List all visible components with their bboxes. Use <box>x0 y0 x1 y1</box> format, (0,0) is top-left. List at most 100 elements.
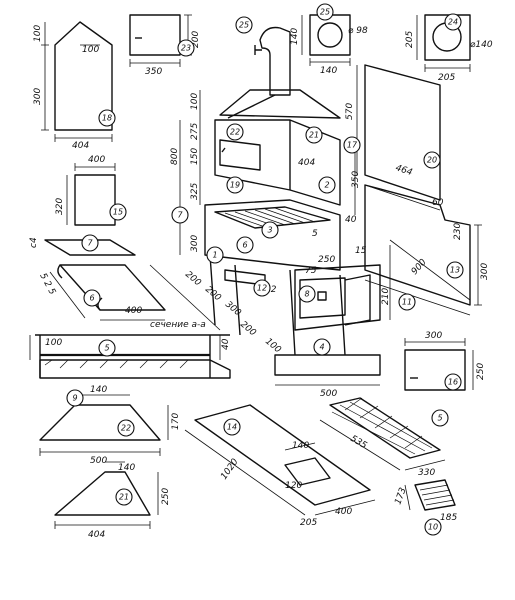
part-tag-label: 6 <box>242 241 247 250</box>
part-tag-label: 7 <box>87 239 93 248</box>
part-tag-label: 11 <box>402 298 412 307</box>
section-a-a: 100 40 сечение а-а <box>29 320 231 379</box>
main-325: 325 <box>190 183 200 200</box>
panel-15: 400 320 <box>55 155 116 226</box>
hood-22: 140 500 170 <box>39 385 181 466</box>
main-15: 15 <box>355 246 367 256</box>
flange-25: 140 140 ⌀ 98 <box>290 14 368 76</box>
part-tag-13: 13 <box>446 261 464 279</box>
p21-height: 250 <box>161 488 171 505</box>
part-tag-12: 12 <box>253 279 271 297</box>
p14-opening1: 140 <box>292 441 309 451</box>
section-label: сечение а-а <box>150 320 206 330</box>
part-tag-5: 5 <box>98 339 116 357</box>
main-100b: 100 <box>263 337 283 356</box>
section-100: 100 <box>45 338 62 348</box>
p25-height: 140 <box>290 28 300 45</box>
main-275: 275 <box>190 123 200 140</box>
main-assembly: 100 275 150 800 325 404 350 300 250 75 1… <box>149 26 471 399</box>
grid-10: 173 185 <box>393 479 457 523</box>
main-100: 100 <box>190 93 200 110</box>
p21-width: 404 <box>88 530 105 540</box>
p20-height: 570 <box>345 103 355 120</box>
p14-length: 1020 <box>219 457 240 482</box>
part-tag-label: 21 <box>119 493 129 502</box>
part-tag-10: 10 <box>424 518 442 536</box>
p18-height: 300 <box>33 88 43 105</box>
p18-top2: 100 <box>82 45 99 55</box>
p21-top: 140 <box>118 463 135 473</box>
part-tag-3: 3 <box>261 221 279 239</box>
part-tag-label: 4 <box>319 343 324 352</box>
part-tag-20: 20 <box>423 151 441 169</box>
part-tag-1: 1 <box>206 246 224 264</box>
part-tag-16: 16 <box>444 373 462 391</box>
part-tag-label: 14 <box>227 423 237 432</box>
part-tag-11: 11 <box>398 293 416 311</box>
part-tag-label: 3 <box>267 226 272 235</box>
p24-width: 205 <box>438 73 455 83</box>
part-tag-label: 2 <box>324 181 329 190</box>
section-40: 40 <box>221 338 231 350</box>
p25-width: 140 <box>320 66 337 76</box>
part-tag-label: 7 <box>177 211 183 220</box>
main-12: 12 <box>265 285 277 295</box>
part-tag-8: 8 <box>298 285 316 303</box>
main-404: 404 <box>298 158 315 168</box>
part-tag-label: 24 <box>448 18 458 27</box>
p6-s: 5 2 5 <box>37 272 57 297</box>
part-tag-label: 12 <box>257 284 267 293</box>
part-tag-label: 25 <box>320 8 330 17</box>
part-tag-label: 10 <box>428 523 438 532</box>
part-tag-17: 17 <box>343 136 361 154</box>
main-210: 210 <box>381 288 391 305</box>
strip-7-and-tray-6: c4 5 2 5 400 <box>29 237 166 321</box>
grate-5: 535 330 <box>319 397 446 478</box>
part-tag-5: 5 <box>431 409 449 427</box>
part-tag-21: 21 <box>305 126 323 144</box>
part-tag-label: 19 <box>230 181 240 190</box>
part-tag-7: 7 <box>81 234 99 252</box>
part-tag-label: 1 <box>212 251 217 260</box>
p25-diameter: ⌀ 98 <box>348 26 368 36</box>
part-tag-label: 13 <box>450 266 460 275</box>
part-tag-label: 8 <box>304 290 309 299</box>
part-tag-label: 5 <box>104 344 109 353</box>
panel-13: 60 230 300 <box>364 184 490 316</box>
part-tag-15: 15 <box>109 203 127 221</box>
part-tag-label: 16 <box>448 378 458 387</box>
p14-opening2: 120 <box>285 481 302 491</box>
panel-23: 350 200 <box>129 14 201 77</box>
part-tag-label: 25 <box>239 21 249 30</box>
strip-c4: c4 <box>29 237 39 248</box>
part-tag-label: 22 <box>230 128 240 137</box>
part-tag-label: 22 <box>121 424 131 433</box>
main-350: 350 <box>351 171 361 188</box>
part-tag-label: 17 <box>347 141 358 150</box>
main-40: 40 <box>345 215 357 225</box>
part-tag-22: 22 <box>226 123 244 141</box>
part-tag-4: 4 <box>313 338 331 356</box>
part-tag-9: 9 <box>66 389 84 407</box>
p18-top: 100 <box>33 25 43 42</box>
part-tag-label: 23 <box>181 44 191 53</box>
part-tag-6: 6 <box>83 289 101 307</box>
main-200c: 200 <box>238 320 258 339</box>
panel-18: 404 300 100 100 <box>33 21 113 151</box>
p23-width: 350 <box>145 67 162 77</box>
part-tag-19: 19 <box>226 176 244 194</box>
hood-21: 140 404 250 <box>54 461 171 540</box>
p16-height: 250 <box>476 363 486 380</box>
main-75: 75 <box>305 266 317 276</box>
p14-side: 205 <box>300 518 317 528</box>
main-800: 800 <box>170 148 180 165</box>
p6-width: 400 <box>125 306 142 316</box>
p13-height: 320 <box>55 198 65 215</box>
part-tag-18: 18 <box>98 109 116 127</box>
p22-width: 500 <box>90 456 107 466</box>
part-tag-25: 25 <box>235 16 253 34</box>
part-tag-label: 5 <box>437 414 442 423</box>
part-tag-label: 15 <box>113 208 123 217</box>
